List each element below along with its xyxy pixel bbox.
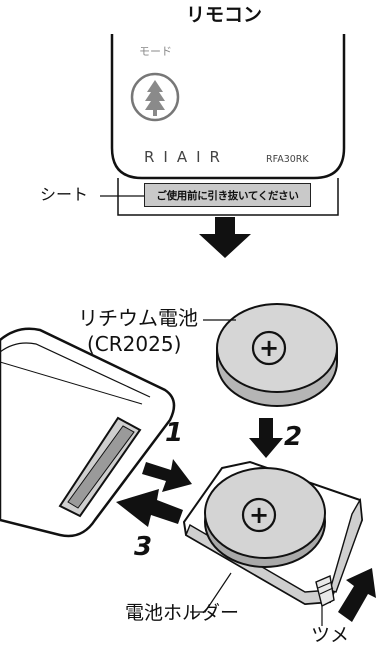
mode-label: モード: [139, 45, 172, 58]
tree-icon: [145, 80, 165, 116]
sheet-tab-text: ご使用前に引き抜いてください: [156, 189, 299, 202]
battery-in-holder: [204, 467, 326, 568]
remote-body-outline: [110, 34, 346, 180]
remote-lower-body: [0, 327, 176, 538]
sheet-label: シート: [40, 185, 89, 204]
claw-label: ツメ: [311, 624, 350, 646]
brand-logo: RIAIR: [144, 148, 229, 166]
down-arrow: [199, 217, 251, 258]
lithium-battery: [216, 303, 338, 407]
step-1-number: 1: [165, 418, 184, 448]
battery-plus-sign-holder: +: [249, 501, 269, 529]
battery-label-line2: (CR2025): [87, 332, 182, 356]
arrow-push-up: [338, 568, 376, 622]
step-3-number: 3: [134, 532, 153, 562]
battery-label-line1: リチウム電池: [78, 306, 198, 330]
battery-plus-sign-top: +: [259, 334, 279, 362]
arrow-step-3: [116, 489, 183, 527]
remote-title: リモコン: [186, 4, 263, 26]
arrow-step-1: [142, 459, 192, 492]
model-number: RFA30RK: [266, 154, 309, 165]
sheet-tab[interactable]: ご使用前に引き抜いてください: [144, 183, 311, 207]
holder-label: 電池ホルダー: [125, 602, 240, 624]
arrow-step-2: [249, 418, 283, 458]
holder-leader-line: [190, 572, 232, 613]
step-2-number: 2: [284, 422, 303, 452]
